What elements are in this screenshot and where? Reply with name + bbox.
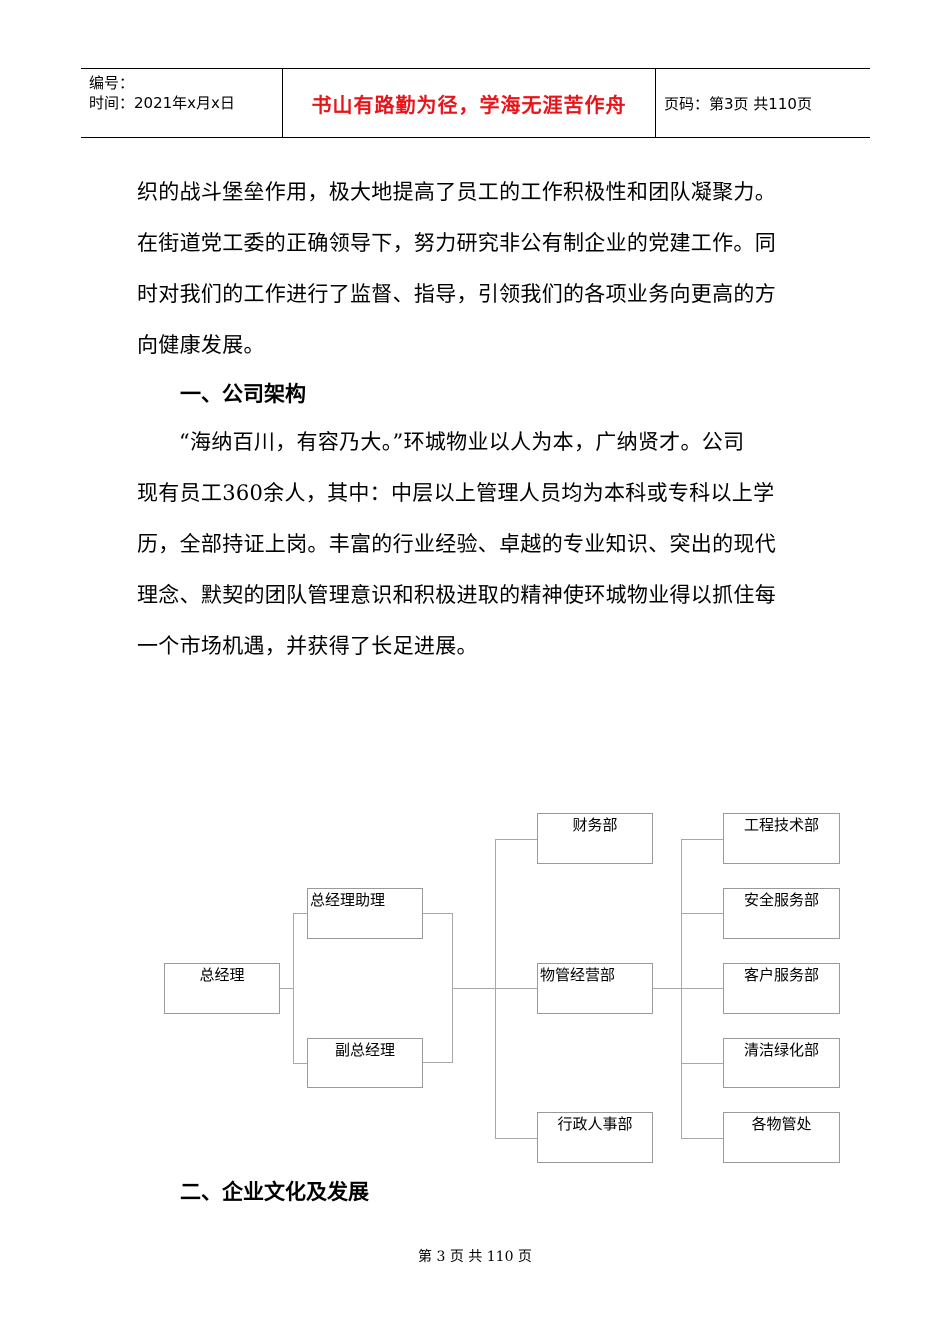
connector-line bbox=[293, 913, 308, 914]
header-divider bbox=[282, 69, 283, 137]
connector-line bbox=[293, 913, 294, 1063]
text-line: 时对我们的工作进行了监督、指导，引领我们的各项业务向更高的方 bbox=[137, 282, 776, 306]
connector-line bbox=[422, 913, 452, 914]
connector-line bbox=[681, 988, 724, 989]
text-line: 现有员工360余人，其中：中层以上管理人员均为本科或专科以上学 bbox=[137, 481, 775, 505]
connector-line bbox=[652, 988, 681, 989]
paragraph-company: “海纳百川，有容乃大。”环城物业以人为本，广纳贤才。公司 现有员工360余人，其… bbox=[137, 417, 827, 672]
header-page-info: 页码：第3页 共110页 bbox=[664, 94, 812, 113]
text-line: 织的战斗堡垒作用，极大地提高了员工的工作积极性和团队凝聚力。 bbox=[137, 180, 776, 204]
text-line: 在街道党工委的正确领导下，努力研究非公有制企业的党建工作。同 bbox=[137, 231, 776, 255]
document-header: 编号： 时间：2021年x月x日 书山有路勤为径，学海无涯苦作舟 页码：第3页 … bbox=[81, 68, 870, 138]
header-divider bbox=[655, 69, 656, 137]
text-line: “海纳百川，有容乃大。”环城物业以人为本，广纳贤才。公司 bbox=[179, 430, 745, 454]
connector-line bbox=[495, 839, 538, 840]
connector-line bbox=[452, 988, 495, 989]
paragraph-intro: 织的战斗堡垒作用，极大地提高了员工的工作积极性和团队凝聚力。 在街道党工委的正确… bbox=[137, 167, 827, 371]
text-line: 向健康发展。 bbox=[137, 333, 265, 357]
header-meta: 编号： 时间：2021年x月x日 bbox=[89, 73, 235, 113]
section-heading-structure: 一、公司架构 bbox=[180, 382, 306, 406]
connector-line bbox=[495, 1138, 538, 1139]
org-node-general-manager: 总经理 bbox=[164, 963, 280, 1014]
org-node-customer: 客户服务部 bbox=[723, 963, 840, 1014]
connector-line bbox=[495, 988, 538, 989]
header-motto: 书山有路勤为径，学海无涯苦作舟 bbox=[311, 92, 627, 117]
text-line: 理念、默契的团队管理意识和积极进取的精神使环城物业得以抓住每 bbox=[137, 583, 776, 607]
org-node-safety: 安全服务部 bbox=[723, 888, 840, 939]
connector-line bbox=[280, 988, 293, 989]
connector-line bbox=[681, 1063, 724, 1064]
org-node-assistant-gm: 总经理助理 bbox=[307, 888, 423, 939]
org-node-deputy-gm: 副总经理 bbox=[307, 1038, 423, 1088]
text-line: 一个市场机遇，并获得了长足进展。 bbox=[137, 634, 478, 658]
org-node-cleaning: 清洁绿化部 bbox=[723, 1038, 840, 1088]
number-label: 编号： bbox=[89, 74, 135, 92]
connector-line bbox=[293, 1063, 308, 1064]
connector-line bbox=[422, 1062, 452, 1063]
org-node-engineering: 工程技术部 bbox=[723, 813, 840, 864]
section-heading-culture: 二、企业文化及发展 bbox=[180, 1180, 369, 1204]
org-node-property-offices: 各物管处 bbox=[723, 1112, 840, 1163]
connector-line bbox=[681, 839, 724, 840]
page-footer: 第 3 页 共 110 页 bbox=[418, 1249, 532, 1265]
date-label: 时间：2021年x月x日 bbox=[89, 94, 235, 112]
org-node-admin-hr: 行政人事部 bbox=[537, 1112, 653, 1163]
org-node-finance: 财务部 bbox=[537, 813, 653, 864]
connector-line bbox=[681, 1138, 724, 1139]
text-line: 历，全部持证上岗。丰富的行业经验、卓越的专业知识、突出的现代 bbox=[137, 532, 776, 556]
org-node-property-ops: 物管经营部 bbox=[537, 963, 653, 1014]
connector-line bbox=[681, 913, 724, 914]
